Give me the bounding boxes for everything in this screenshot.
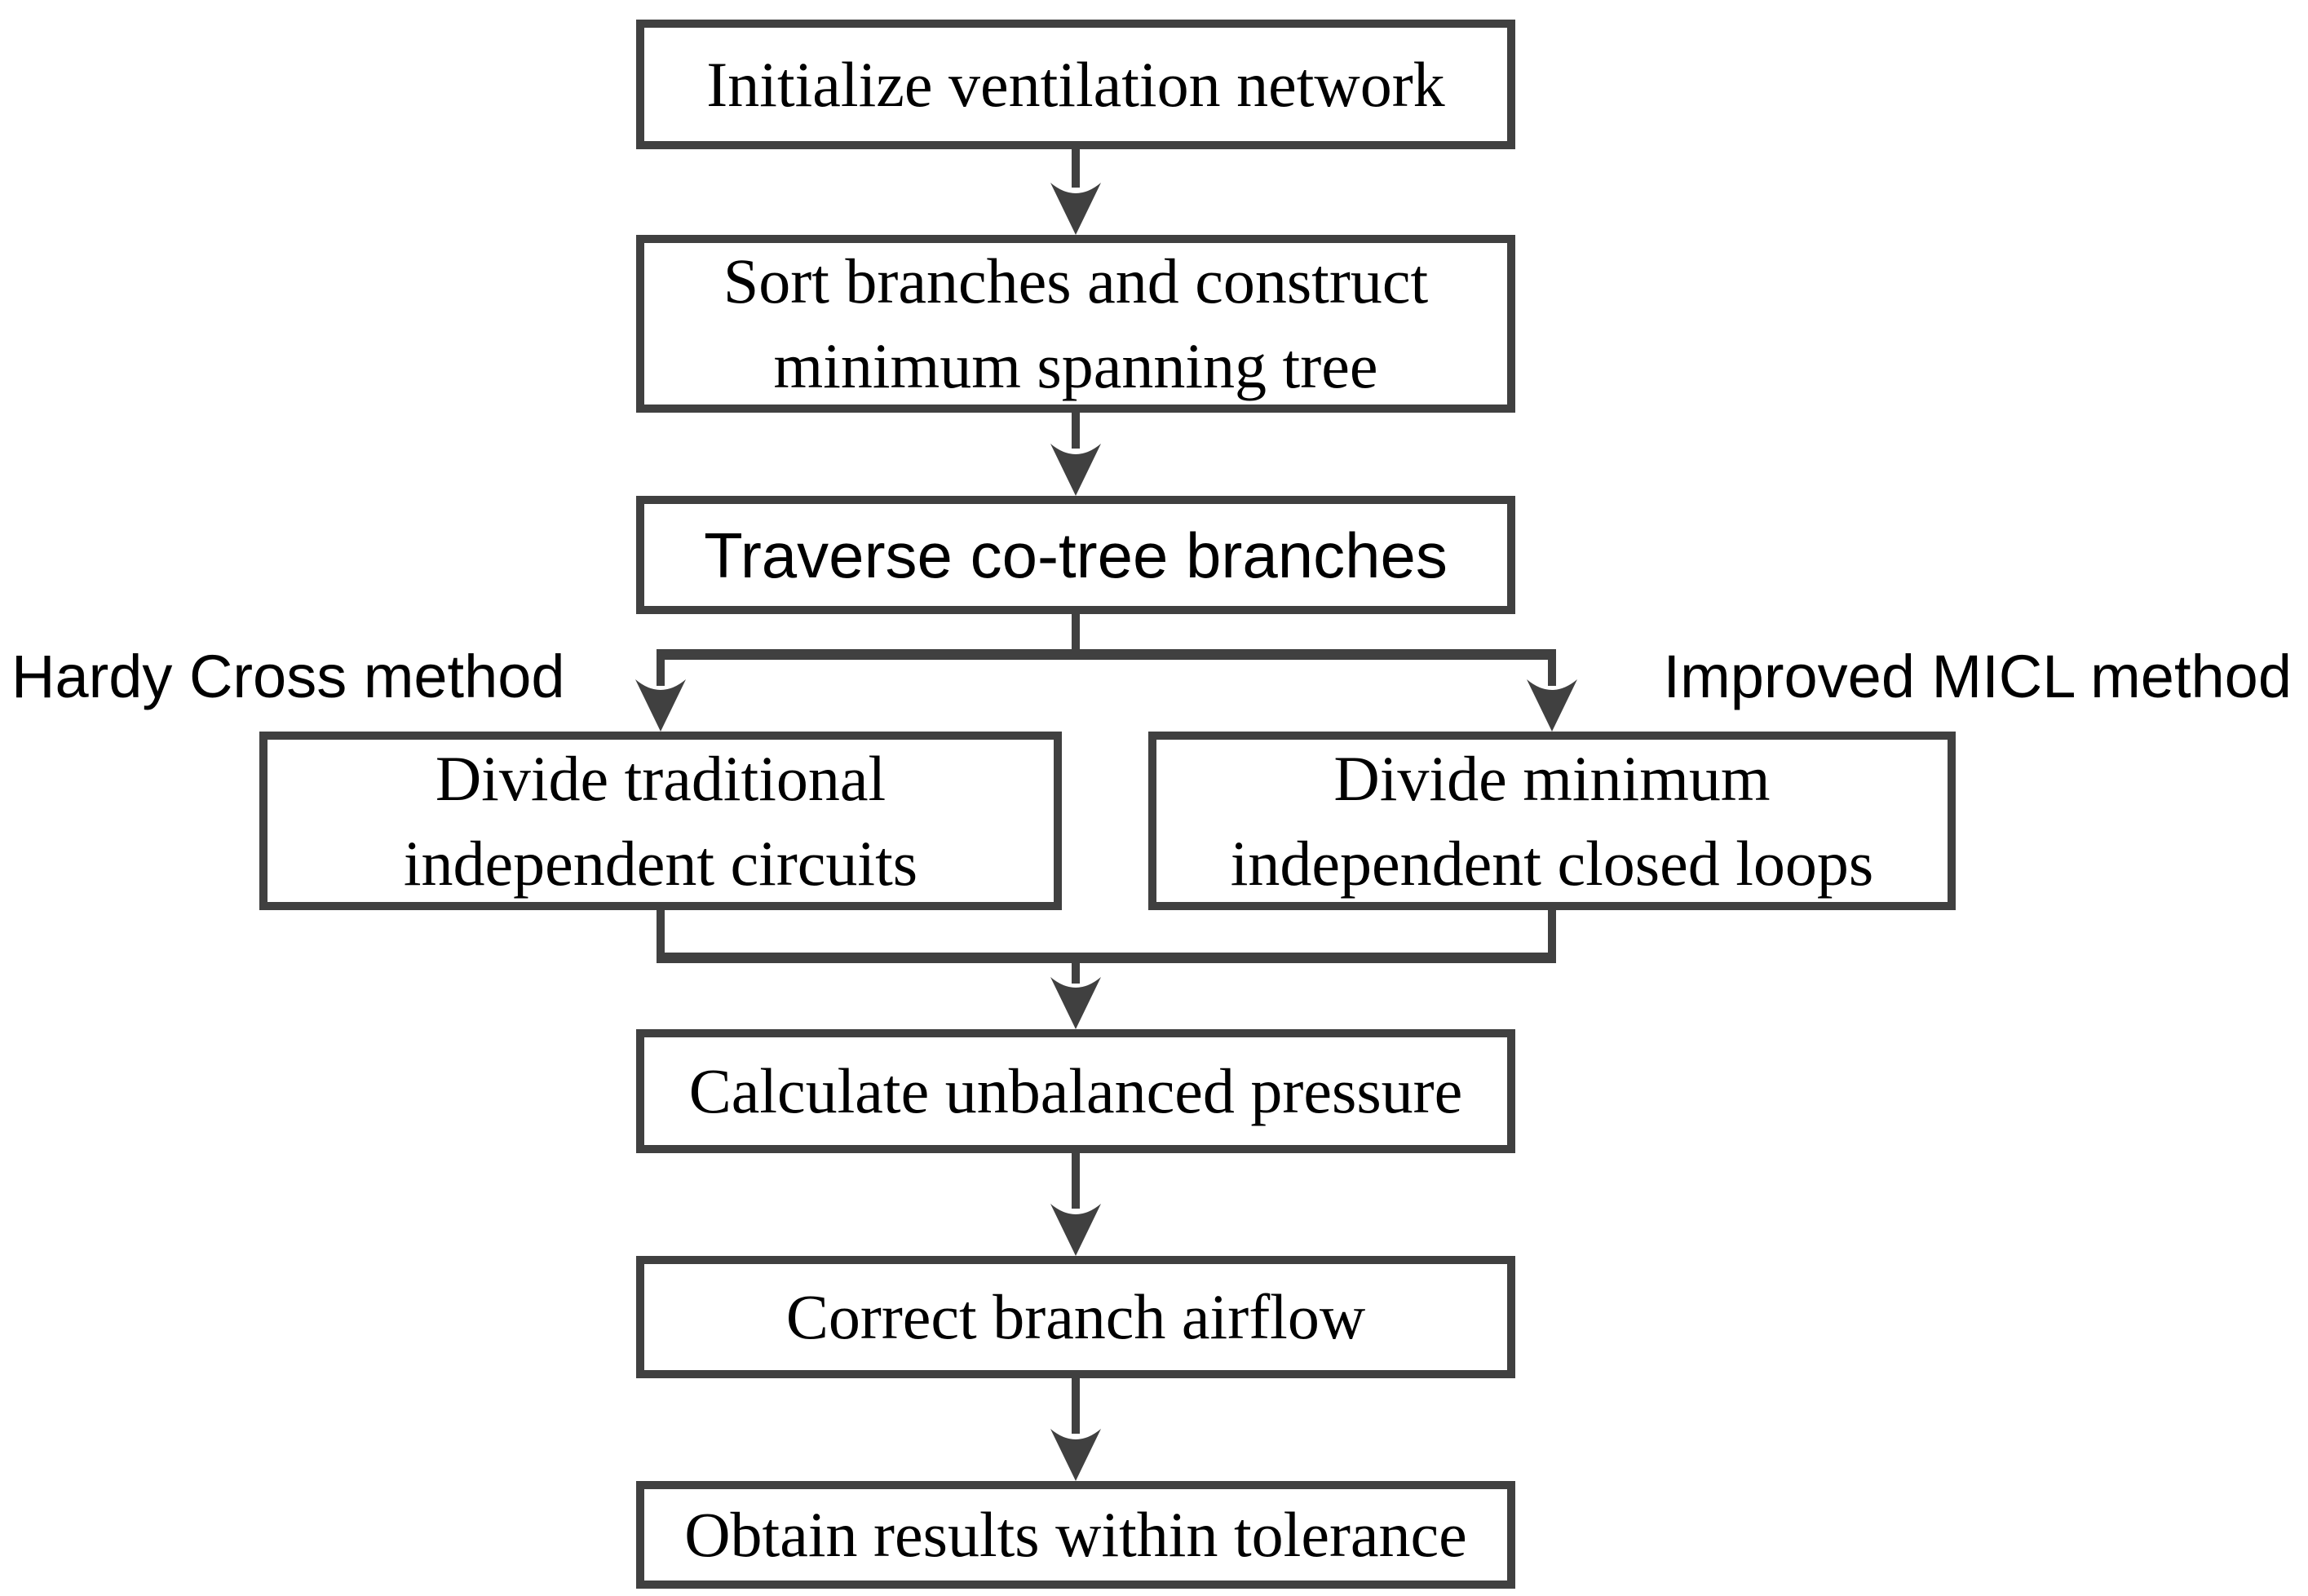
split-left-drop [657,660,665,686]
connector-sort-to-traverse [1072,413,1080,449]
node-label: Correct branch airflow [785,1281,1366,1352]
node-divide-minimum-independent-closed-loops: Divide minimum independent closed loops [1148,732,1956,910]
down-arrowhead-icon [1050,183,1101,235]
node-label: Divide minimum [1333,742,1771,814]
node-correct-branch-airflow: Correct branch airflow [636,1256,1515,1378]
improved-micl-method-label: Improved MICL method [1663,643,2292,710]
node-label: Traverse co-tree branches [704,519,1448,591]
node-label-line2: independent circuits [403,827,918,899]
node-label: Calculate unbalanced pressure [688,1055,1463,1126]
split-right-drop [1548,660,1556,686]
node-label: Obtain results within tolerance [684,1499,1467,1570]
node-label-line2: minimum spanning tree [773,330,1378,401]
split-connector-bar [657,649,1556,660]
down-arrowhead-icon [1050,1429,1101,1481]
node-initialize-ventilation-network: Initialize ventilation network [636,20,1515,149]
merge-connector-bar [657,953,1556,963]
down-arrowhead-icon [1050,977,1101,1029]
connector-calculate-to-correct [1072,1153,1080,1209]
node-traverse-co-tree-branches: Traverse co-tree branches [636,496,1515,614]
node-label: Sort branches and construct [723,245,1429,316]
node-divide-traditional-independent-circuits: Divide traditional independent circuits [259,732,1062,910]
hardy-cross-method-label: Hardy Cross method [11,643,565,710]
node-label: Initialize ventilation network [706,48,1445,120]
down-arrowhead-icon [1050,444,1101,496]
node-label: Divide traditional [435,742,887,814]
node-obtain-results-within-tolerance: Obtain results within tolerance [636,1481,1515,1589]
down-arrowhead-icon [635,679,686,732]
merge-center-stem [1072,963,1080,984]
merge-right-stub [1548,910,1556,953]
down-arrowhead-icon [1527,679,1577,732]
node-calculate-unbalanced-pressure: Calculate unbalanced pressure [636,1029,1515,1153]
down-arrowhead-icon [1050,1204,1101,1256]
node-label-line2: independent closed loops [1230,827,1874,899]
merge-left-stub [657,910,665,953]
split-connector-stem [1072,614,1080,660]
node-sort-branches: Sort branches and construct minimum span… [636,235,1515,413]
connector-correct-to-obtain [1072,1378,1080,1434]
connector-init-to-sort [1072,149,1080,188]
